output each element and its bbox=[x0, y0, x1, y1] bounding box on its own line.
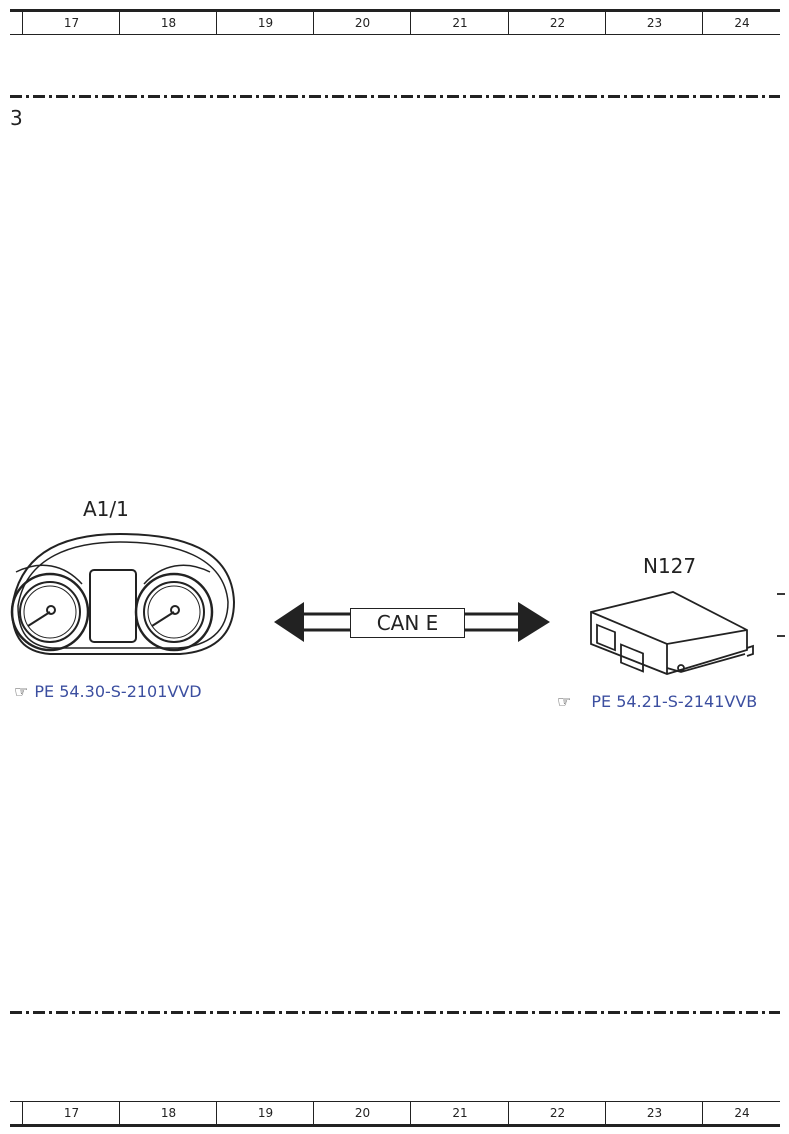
ruler-cell: 20 bbox=[313, 12, 411, 34]
ruler-cell: 19 bbox=[216, 1102, 314, 1124]
ruler-cell: 19 bbox=[216, 12, 314, 34]
ruler-cell: 21 bbox=[410, 1102, 509, 1124]
pointing-hand-icon: ☞ bbox=[14, 682, 29, 701]
control-module-icon bbox=[590, 591, 785, 675]
ruler-cell: 17 bbox=[22, 1102, 120, 1124]
section-divider-top bbox=[10, 95, 780, 98]
ruler-cell: 20 bbox=[313, 1102, 411, 1124]
can-bus-label: CAN E bbox=[350, 608, 465, 638]
ruler-cell: 18 bbox=[119, 12, 217, 34]
ruler-bottom: 17 18 19 20 21 22 23 24 bbox=[10, 1101, 780, 1127]
ruler-cell: 18 bbox=[119, 1102, 217, 1124]
pointing-hand-icon: ☞ bbox=[557, 692, 572, 711]
ruler-cell: 17 bbox=[22, 12, 120, 34]
ruler-cell: 24 bbox=[702, 1102, 781, 1124]
ruler-cell: 23 bbox=[605, 12, 703, 34]
ruler-cell: 22 bbox=[508, 1102, 606, 1124]
section-divider-bottom bbox=[10, 1011, 780, 1014]
module-label: N127 bbox=[643, 554, 697, 578]
ruler-cell: 21 bbox=[410, 12, 509, 34]
cluster-reference-text[interactable]: PE 54.30-S-2101VVD bbox=[34, 682, 202, 701]
module-reference-text[interactable]: PE 54.21-S-2141VVB bbox=[591, 692, 758, 711]
cluster-reference-link[interactable]: ☞ PE 54.30-S-2101VVD bbox=[14, 682, 202, 701]
instrument-cluster-icon bbox=[10, 532, 236, 655]
section-number: 3 bbox=[10, 106, 23, 130]
module-reference-link[interactable]: ☞ PE 54.21-S-2141VVB bbox=[557, 692, 757, 711]
ruler-top: 17 18 19 20 21 22 23 24 bbox=[10, 9, 780, 35]
cluster-label: A1/1 bbox=[83, 497, 129, 521]
ruler-cell: 23 bbox=[605, 1102, 703, 1124]
ruler-cell: 22 bbox=[508, 12, 606, 34]
ruler-cell: 24 bbox=[702, 12, 781, 34]
